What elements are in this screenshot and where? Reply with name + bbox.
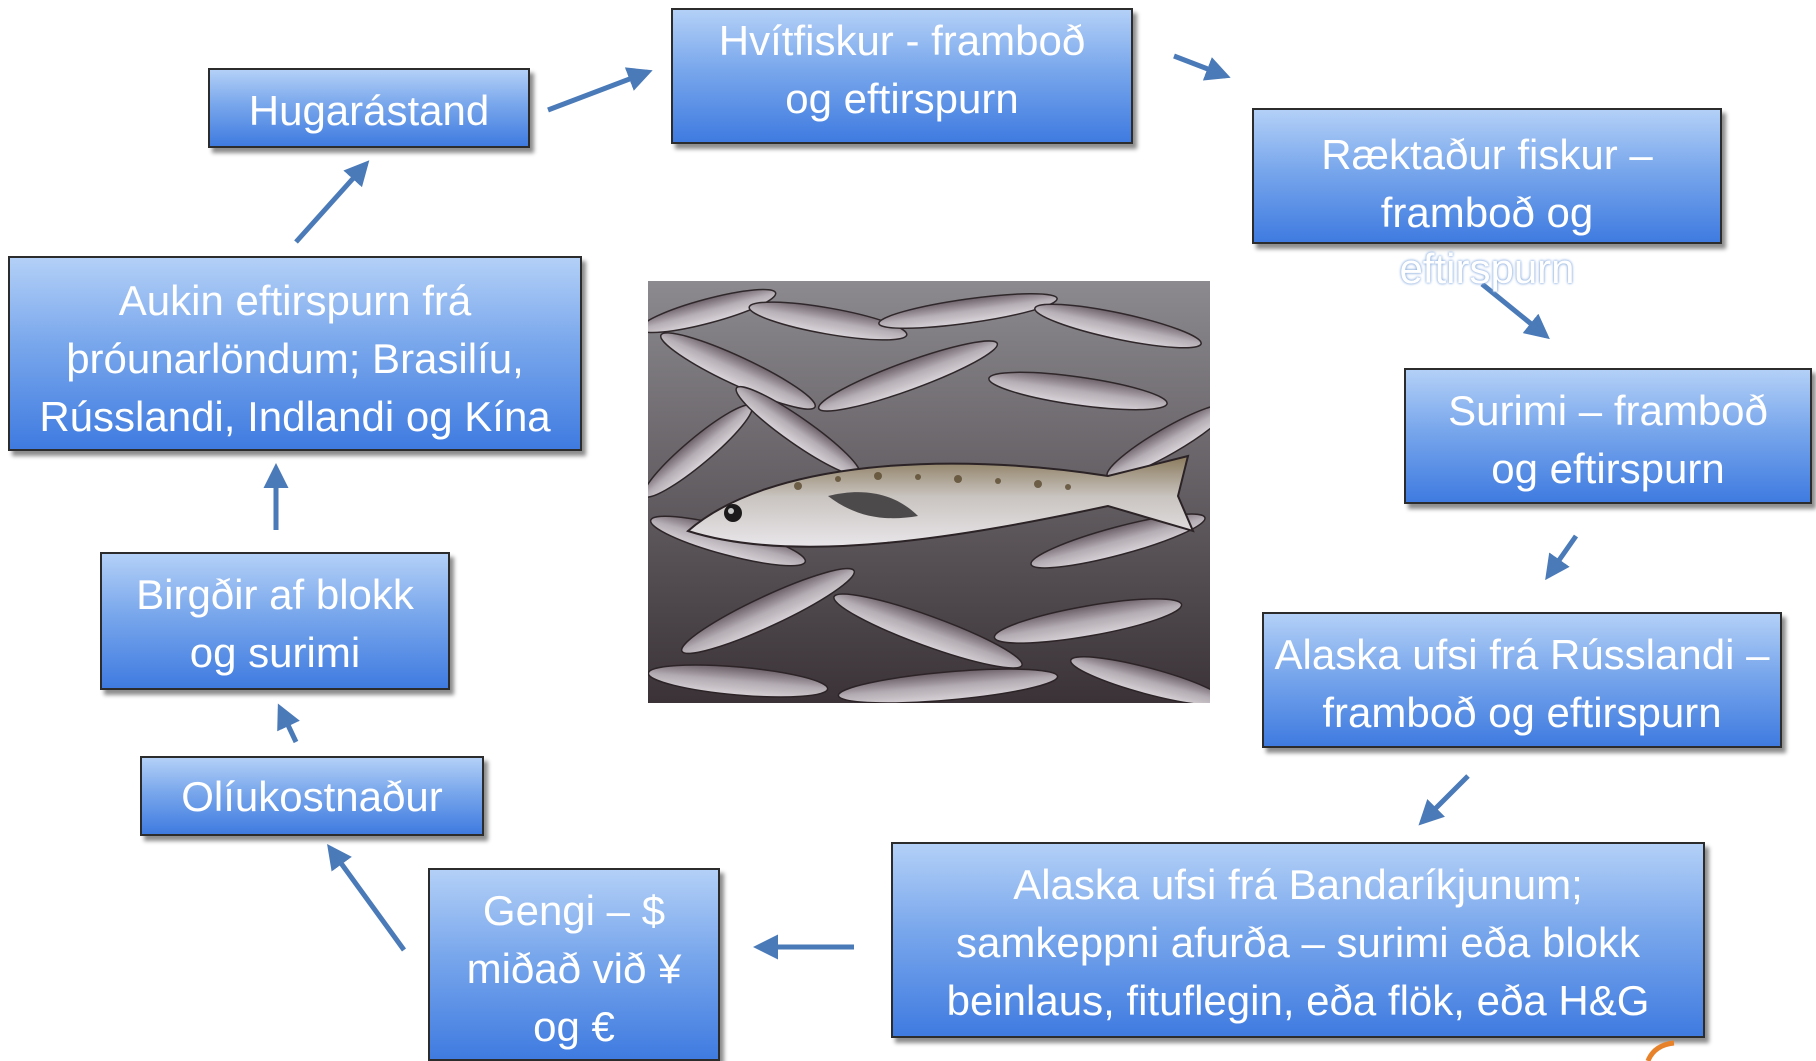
box-alaska-russland: Alaska ufsi frá Rússlandi – framboð og e… (1262, 612, 1782, 748)
arrow-gengi-to-oliukostnadur (327, 843, 407, 952)
box-alaska-russland-label: Alaska ufsi frá Rússlandi – framboð og e… (1274, 631, 1770, 736)
box-gengi: Gengi – $ miðað við ¥ og € (428, 868, 720, 1061)
arrow-aukin-to-hugarastand (294, 160, 370, 244)
arrow-oliukostnadur-to-birgdir (277, 703, 300, 744)
box-alaska-usa-label: Alaska ufsi frá Bandaríkjunum; samkeppni… (946, 861, 1650, 1024)
box-aukin: Aukin eftirspurn frá þróunarlöndum; Bras… (8, 256, 582, 451)
box-surimi: Surimi – framboð og eftirspurn (1404, 368, 1812, 504)
box-raektadur-label: Ræktaður fiskur – framboð og (1321, 131, 1653, 236)
arrow-raektadur-to-surimi (1480, 282, 1550, 340)
arrow-hugarastand-to-hvitfiskur (547, 67, 653, 113)
box-alaska-usa: Alaska ufsi frá Bandaríkjunum; samkeppni… (891, 842, 1705, 1038)
arrow-alaska-russland-to-alaska-usa (1418, 774, 1470, 826)
corner-logo-mark (1645, 1040, 1675, 1061)
box-birgdir-label: Birgðir af blokk og surimi (136, 571, 414, 676)
box-gengi-label: Gengi – $ miðað við ¥ og € (466, 887, 682, 1050)
fish-photo (648, 281, 1210, 703)
box-oliukostnadur-label: Olíukostnaður (181, 773, 443, 820)
box-hvitfiskur-label: Hvítfiskur - framboð og eftirspurn (718, 17, 1086, 122)
box-raektadur-overflow-label: eftirspurn (1399, 245, 1575, 292)
box-hvitfiskur: Hvítfiskur - framboð og eftirspurn (671, 8, 1133, 144)
box-oliukostnadur: Olíukostnaður (140, 756, 484, 836)
box-surimi-label: Surimi – framboð og eftirspurn (1448, 387, 1768, 492)
arrow-hvitfiskur-to-raektadur (1173, 53, 1231, 81)
cod-fish (686, 454, 1195, 548)
arrow-surimi-to-alaska-russland (1545, 534, 1579, 581)
box-hugarastand: Hugarástand (208, 68, 530, 148)
box-aukin-label: Aukin eftirspurn frá þróunarlöndum; Bras… (39, 277, 551, 440)
box-raektadur: Ræktaður fiskur – framboð og (1252, 108, 1722, 244)
box-birgdir: Birgðir af blokk og surimi (100, 552, 450, 690)
box-hugarastand-label: Hugarástand (248, 87, 490, 134)
